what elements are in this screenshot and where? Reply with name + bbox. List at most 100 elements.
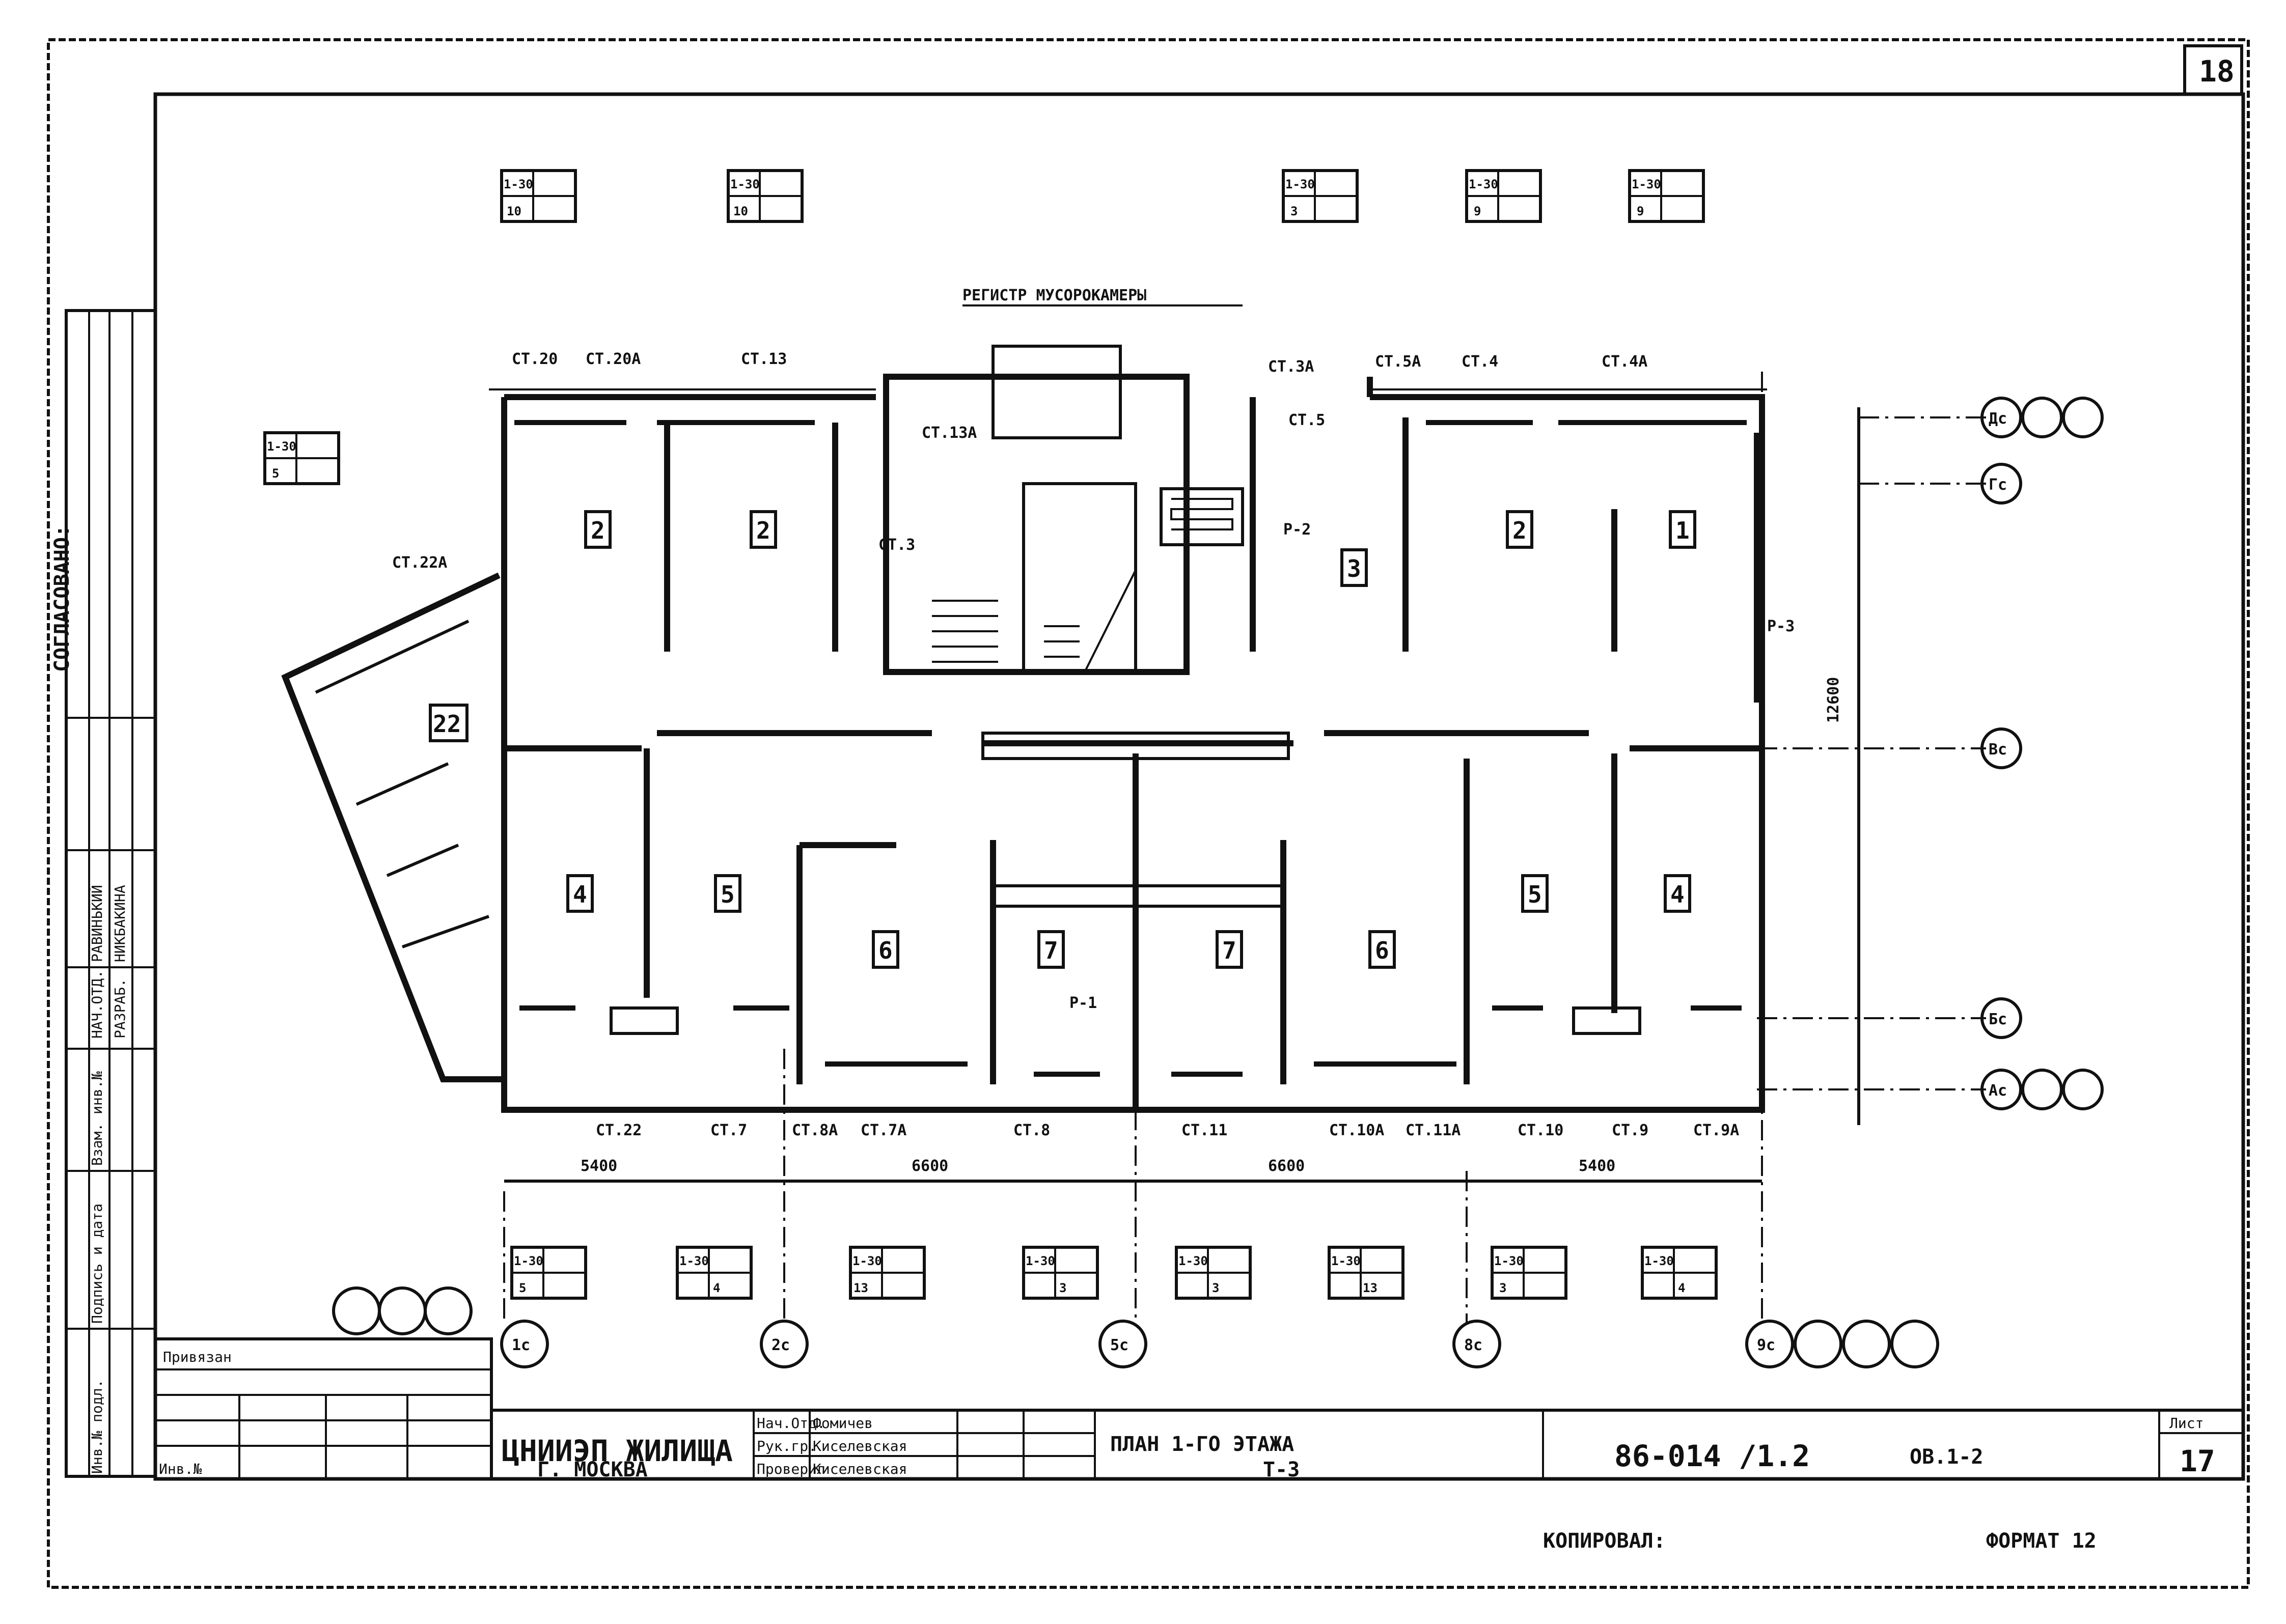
format-label: ФОРМАТ 12 [1986, 1529, 2097, 1553]
equipment-mark: 1-30 10 [727, 169, 804, 223]
project-code: 86-014 /1.2 [1614, 1439, 1810, 1473]
approval-label: СОГЛАСОВАНО: [50, 525, 74, 672]
axis-bubbles: Дс Гс Вс Бс Ас 1с 2с 5с 8с 9с [332, 397, 2104, 1368]
svg-text:Вс: Вс [1989, 741, 2007, 759]
svg-text:3: 3 [1347, 555, 1361, 582]
axis-bubble-bottom: 2с [760, 1320, 809, 1368]
svg-text:8с: 8с [1464, 1336, 1482, 1354]
svg-text:1-30: 1-30 [1469, 177, 1498, 191]
svg-text:4: 4 [713, 1281, 720, 1295]
axis-bubble-right: Дс [1980, 397, 2104, 438]
riser-st8a: СТ.8А [792, 1122, 838, 1139]
equipment-mark: 1-30 9 [1628, 169, 1705, 223]
riser-st13: СТ.13 [741, 350, 787, 368]
svg-text:1-30: 1-30 [1644, 1254, 1674, 1268]
building-walls [281, 345, 1767, 1113]
equipment-mark: 1-303 [1175, 1246, 1252, 1300]
room-tag: 4 [1664, 874, 1691, 913]
riser-st3: СТ.3 [878, 536, 915, 554]
side-name-1: РАВИНЬКИЙ [88, 885, 105, 962]
axis-bubble-right: Ас [1980, 1069, 2104, 1110]
svg-text:7: 7 [1044, 937, 1058, 964]
svg-text:4: 4 [573, 881, 587, 908]
svg-text:10: 10 [507, 204, 521, 218]
drawing-title: ПЛАН 1-ГО ЭТАЖА [1110, 1433, 1294, 1456]
section-code: ОВ.1-2 [1910, 1445, 1984, 1469]
equipment-mark: 1-305 [263, 431, 340, 485]
side-label-sign: Подпись и дата [89, 1203, 105, 1324]
riser-st10a: СТ.10А [1329, 1122, 1384, 1139]
equipment-mark: 1-303 [1282, 169, 1359, 223]
svg-text:Ас: Ас [1989, 1082, 2007, 1100]
riser-st10: СТ.10 [1518, 1122, 1563, 1139]
name-3: Киселевская [813, 1461, 907, 1477]
list-number: 17 [2180, 1444, 2215, 1478]
room-tag: 2 [750, 510, 777, 549]
sheet-number: 18 [2199, 54, 2235, 89]
riser-r1: Р-1 [1069, 994, 1097, 1012]
svg-text:1: 1 [1675, 517, 1690, 544]
svg-text:1с: 1с [512, 1336, 530, 1354]
svg-text:13: 13 [853, 1281, 868, 1295]
room-tag: 6 [872, 930, 899, 969]
title-block: Привязан Инв.№ ЦНИИЭП ЖИЛИЩА Г. МОСКВА Н… [154, 1337, 2245, 1553]
room-tag: 5 [1521, 874, 1549, 913]
org-name: ЦНИИЭП ЖИЛИЩА [502, 1434, 733, 1468]
svg-text:1-30: 1-30 [1494, 1254, 1524, 1268]
side-label-inv: Инв.№ подл. [89, 1380, 105, 1474]
svg-text:9: 9 [1637, 204, 1644, 218]
svg-text:3: 3 [1499, 1281, 1506, 1295]
inv-value: Инв.№ [159, 1461, 202, 1477]
side-name-2: НИКБАКИНА [112, 885, 128, 962]
axis-bubble-bottom: 8с [1452, 1320, 1501, 1368]
svg-text:5: 5 [1528, 881, 1542, 908]
riser-st9: СТ.9 [1612, 1122, 1648, 1139]
room-tag: 4 [566, 874, 594, 913]
svg-text:1-30: 1-30 [1026, 1254, 1055, 1268]
privyazan-label: Привязан [163, 1349, 232, 1365]
room-tag: 6 [1368, 930, 1396, 969]
list-label: Лист [2169, 1415, 2204, 1432]
side-label-dev: РАЗРАБ. [112, 978, 128, 1039]
svg-text:10: 10 [733, 204, 748, 218]
svg-text:7: 7 [1222, 937, 1236, 964]
svg-text:2с: 2с [772, 1336, 790, 1354]
riser-st13a: СТ.13А [922, 424, 977, 442]
heating-pipes [514, 420, 1747, 1077]
svg-text:1-30: 1-30 [1632, 177, 1661, 191]
riser-st5a: СТ.5А [1375, 353, 1421, 371]
equipment-mark: 1-30 3 [1491, 1246, 1567, 1300]
riser-st20a: СТ.20А [586, 350, 641, 368]
grid-axes [503, 372, 1986, 1324]
axis-bubble-bottom: 5с [1098, 1320, 1147, 1368]
svg-text:2: 2 [591, 517, 605, 544]
svg-text:1-30: 1-30 [730, 177, 760, 191]
svg-text:3: 3 [1059, 1281, 1066, 1295]
riser-st20: СТ.20 [512, 350, 558, 368]
equipment-mark: 1-304 [676, 1246, 753, 1300]
svg-text:6: 6 [878, 937, 893, 964]
axis-bubble-bottom: 9с [1745, 1320, 1939, 1368]
svg-text:5: 5 [721, 881, 735, 908]
riser-r3: Р-3 [1767, 618, 1795, 635]
axis-bubble-bottom: 1с [332, 1286, 549, 1368]
riser-st4a: СТ.4А [1602, 353, 1647, 371]
room-tag: 7 [1216, 930, 1243, 969]
name-1: Фомичев [813, 1415, 873, 1432]
riser-r2: Р-2 [1283, 521, 1311, 539]
role-3: Проверил [757, 1461, 825, 1477]
name-2: Киселевская [813, 1438, 907, 1454]
axis-bubble-right: Гс [1980, 463, 2022, 505]
riser-st22a: СТ.22А [392, 554, 447, 572]
riser-st3a: СТ.3А [1268, 358, 1314, 376]
dim-vertical: 12600 [1825, 677, 1842, 723]
svg-text:13: 13 [1363, 1281, 1378, 1295]
svg-text:1-30: 1-30 [267, 439, 296, 454]
riser-st7a: СТ.7А [861, 1122, 906, 1139]
svg-text:1-30: 1-30 [1331, 1254, 1361, 1268]
side-label-replace: Взам. инв.№ [89, 1071, 105, 1166]
svg-text:22: 22 [433, 710, 461, 738]
